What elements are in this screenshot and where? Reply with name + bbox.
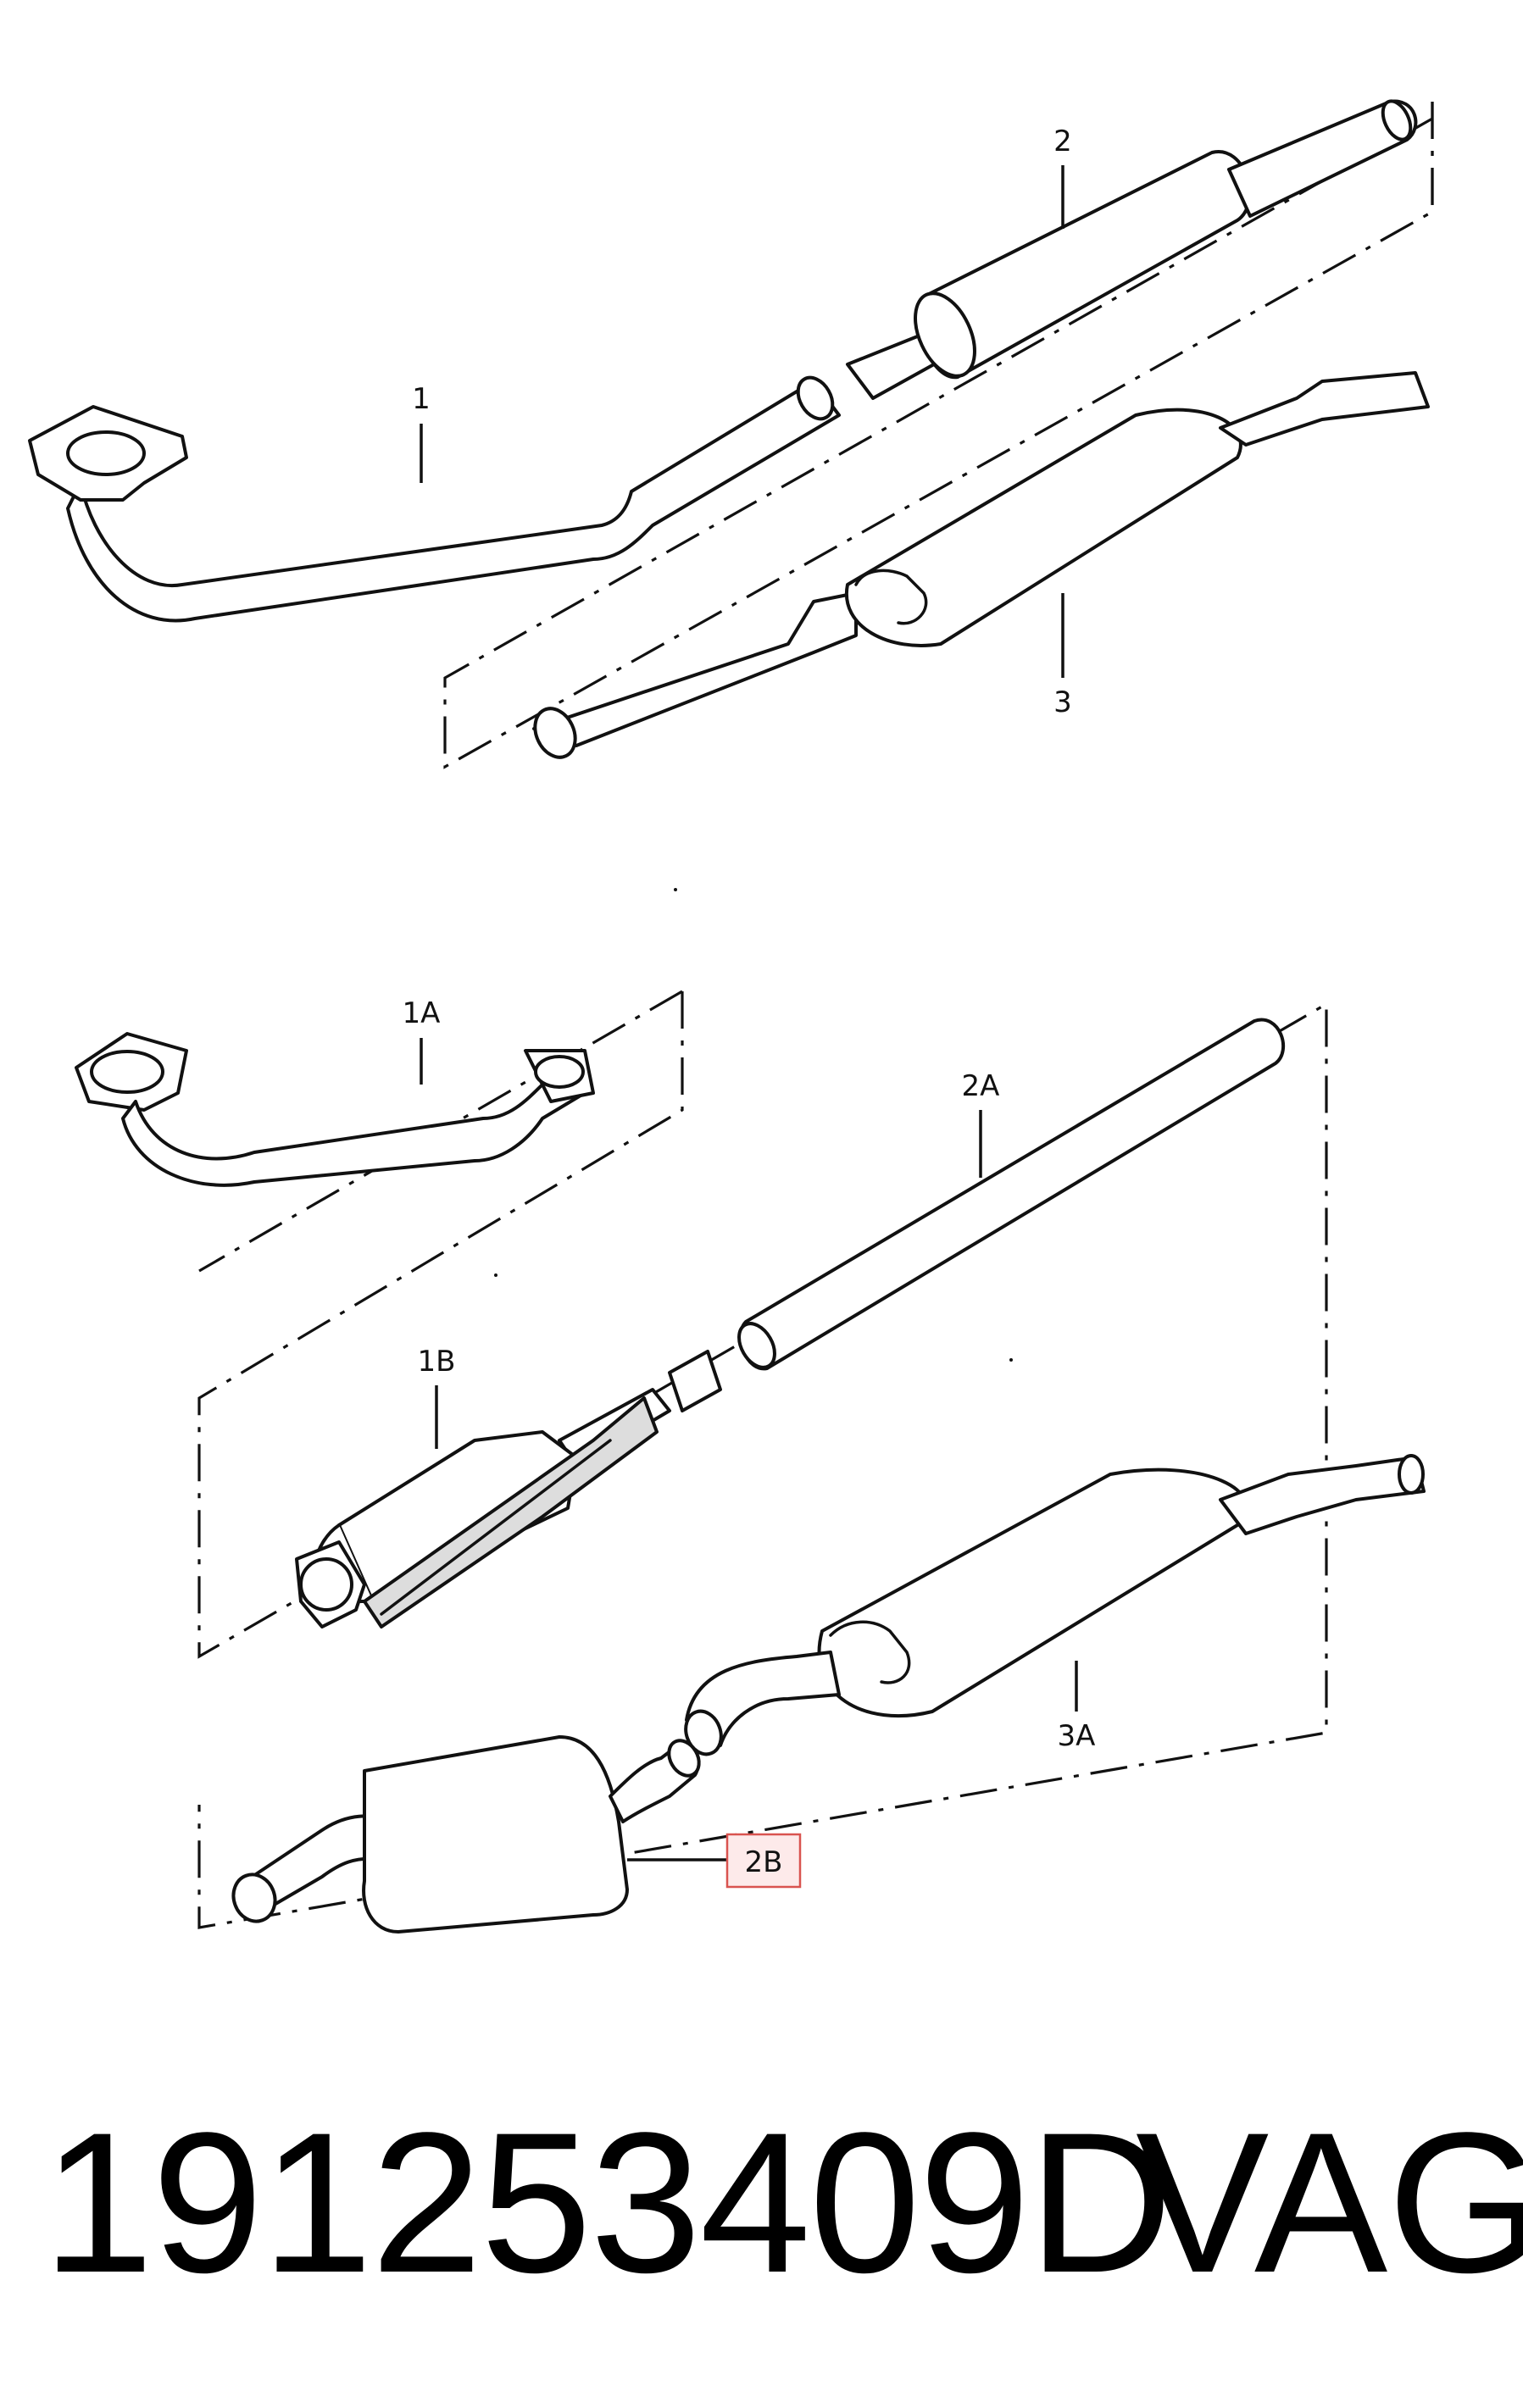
brand-name: VAG (1136, 2091, 1523, 2315)
callout-2[interactable]: 2 (1053, 125, 1072, 158)
scan-dot (674, 888, 677, 891)
part-1-front-pipe[interactable] (28, 371, 841, 623)
part-3a-rear-silencer[interactable] (680, 1454, 1426, 1759)
top-group-frame (443, 102, 1434, 769)
footer: 191253409D VAG (0, 2067, 1523, 2339)
callout-2a[interactable]: 2A (962, 1069, 1000, 1103)
scan-dot (494, 1273, 497, 1277)
part-number: 191253409D (42, 2091, 1173, 2315)
callout-2b-highlight (725, 1833, 802, 1889)
scan-dot (1009, 1358, 1013, 1362)
callout-1a[interactable]: 1A (403, 996, 441, 1030)
callout-3a[interactable]: 3A (1058, 1719, 1096, 1753)
part-2b-centre-silencer[interactable] (227, 1735, 705, 1934)
part-1a-front-pipe[interactable] (75, 1032, 595, 1187)
part-2a-intermediate-pipe[interactable] (731, 1018, 1285, 1374)
part-1b-catalytic-converter[interactable] (295, 1350, 722, 1628)
callout-2b[interactable]: 2B (745, 1845, 783, 1879)
callout-3[interactable]: 3 (1053, 685, 1072, 719)
part-2-middle-silencer[interactable] (846, 97, 1418, 400)
part-3-rear-silencer[interactable] (527, 371, 1430, 763)
callout-1b[interactable]: 1B (418, 1345, 456, 1379)
callout-1[interactable]: 1 (412, 382, 431, 416)
